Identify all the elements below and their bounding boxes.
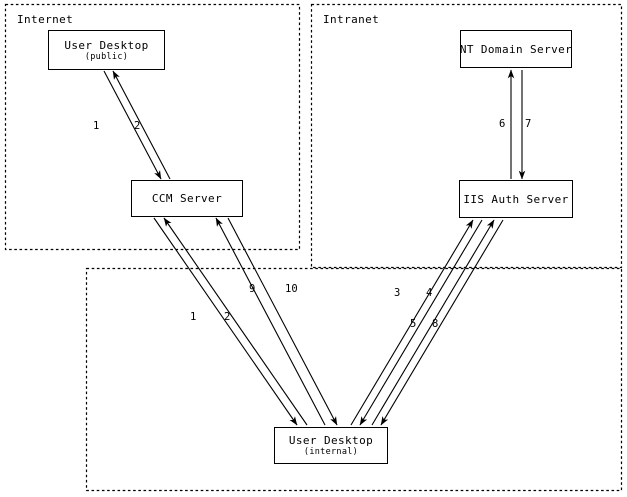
node-subtitle: (internal) — [303, 447, 359, 457]
flow-label-2-internal-ccm: 2 — [224, 311, 231, 323]
flow-arrow-2-internal-to-ccm — [163, 217, 308, 426]
node-title: User Desktop — [288, 434, 374, 447]
flow-arrow-8-iis-to-internal — [380, 219, 504, 426]
flow-label-8-iis-internal: 8 — [432, 318, 439, 330]
flow-arrow-4-iis-to-internal — [359, 219, 483, 426]
flow-label-10-ccm-internal: 10 — [285, 283, 298, 295]
zone-internal-border — [85, 267, 623, 492]
node-user-desktop-internal[interactable]: User Desktop (internal) — [274, 427, 388, 464]
flow-label-3-internal-iis: 3 — [394, 287, 401, 299]
flow-label-9-internal-ccm: 9 — [249, 283, 256, 295]
zone-label-intranet: Intranet — [323, 13, 380, 26]
flow-label-1-public-ccm: 1 — [93, 120, 100, 132]
flow-arrow-5-internal-to-iis — [371, 219, 495, 426]
node-iis-auth-server[interactable]: IIS Auth Server — [459, 180, 573, 218]
flow-label-2-ccm-public: 2 — [134, 120, 141, 132]
flow-label-5-internal-iis: 5 — [410, 318, 417, 330]
node-title: NT Domain Server — [459, 42, 573, 56]
node-title: CCM Server — [151, 192, 223, 205]
node-title: User Desktop — [64, 38, 149, 52]
zone-label-internet: Internet — [17, 13, 74, 26]
flow-label-7-nt-iis: 7 — [525, 118, 532, 130]
flow-arrow-1-public-to-ccm — [103, 70, 162, 180]
flow-arrow-10-ccm-to-internal — [227, 217, 338, 426]
flow-label-1-ccm-internal: 1 — [190, 311, 197, 323]
flow-arrow-3-internal-to-iis — [350, 219, 474, 426]
flow-arrow-2-ccm-to-public — [112, 70, 171, 180]
zone-intranet-border — [310, 3, 623, 269]
node-nt-domain-server[interactable]: NT Domain Server — [460, 30, 572, 68]
flow-arrow-9-internal-to-ccm — [215, 217, 326, 426]
node-title: IIS Auth Server — [463, 192, 569, 206]
node-ccm-server[interactable]: CCM Server — [131, 180, 243, 217]
node-user-desktop-public[interactable]: User Desktop (public) — [48, 30, 165, 70]
flow-arrow-1-ccm-to-internal — [153, 217, 298, 426]
flow-label-6-iis-nt: 6 — [499, 118, 506, 130]
zone-internet-border — [4, 3, 301, 251]
node-subtitle: (public) — [84, 51, 129, 62]
flow-label-4-iis-internal: 4 — [426, 287, 433, 299]
